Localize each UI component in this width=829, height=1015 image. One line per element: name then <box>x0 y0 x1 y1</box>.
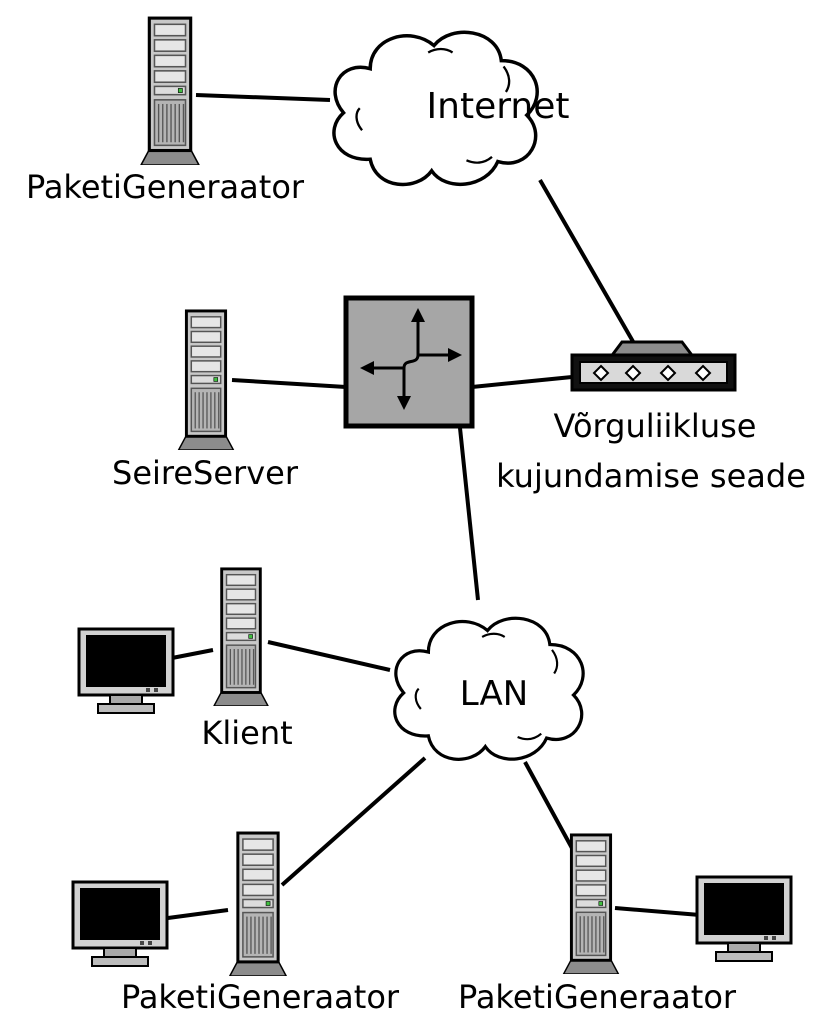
monitor-icon <box>77 627 175 715</box>
link-packetgen-left-monitor <box>167 908 229 920</box>
packet-generator-bottom-right: PaketiGeneraator <box>458 833 793 1015</box>
link-packetgen-left-lan <box>280 756 427 887</box>
server-icon <box>230 833 286 976</box>
traffic-shaper: Võrguliikluse kujundamise seade <box>496 340 806 495</box>
server-icon <box>212 566 270 706</box>
packet-generator-top: PaketiGeneraator <box>26 18 305 206</box>
link-packetgen-right-monitor <box>614 906 701 917</box>
shaper-label-line2: kujundamise seade <box>496 457 806 495</box>
link-internet-shaper <box>538 179 637 346</box>
seire-server: SeireServer <box>112 311 299 492</box>
packet-generator-bottom-right-label: PaketiGeneraator <box>458 978 737 1015</box>
link-client-lan <box>267 640 391 672</box>
packet-generator-bottom-left-label: PaketiGeneraator <box>121 978 400 1015</box>
monitor-icon <box>71 880 169 968</box>
client-workstation: Klient <box>77 566 293 752</box>
monitor-icon <box>695 875 793 963</box>
link-client-monitor <box>171 648 214 660</box>
shaper-label-line1: Võrguliikluse <box>554 407 757 445</box>
server-icon <box>561 833 621 974</box>
link-router-lan <box>458 427 480 601</box>
link-shaper-router <box>471 375 573 389</box>
packet-generator-top-label: PaketiGeneraator <box>26 168 305 206</box>
arrows-icon <box>370 318 452 400</box>
server-icon <box>141 18 199 165</box>
lan-label: LAN <box>460 674 528 714</box>
internet-label: Internet <box>427 86 570 127</box>
connection-lines <box>167 93 701 920</box>
link-seireserver-router <box>231 378 347 389</box>
server-icon <box>179 311 234 450</box>
client-label: Klient <box>201 714 292 752</box>
lan-cloud: LAN <box>392 616 585 762</box>
internet-cloud: Internet <box>332 30 570 187</box>
router <box>343 295 475 429</box>
traffic-shaper-icon <box>570 340 737 392</box>
packet-generator-bottom-left: PaketiGeneraator <box>71 833 400 1015</box>
link-packetgen-top-internet <box>195 93 331 102</box>
seire-server-label: SeireServer <box>112 454 299 492</box>
